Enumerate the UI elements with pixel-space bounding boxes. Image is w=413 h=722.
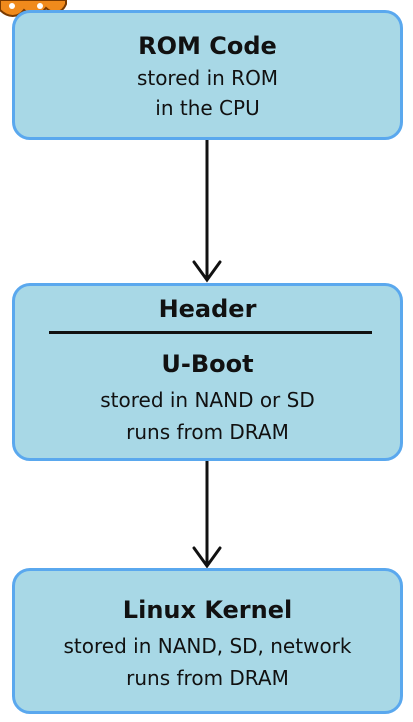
uboot-box: Header U-Boot stored in NAND or SD runs … xyxy=(12,283,403,461)
linux-kernel-line-1: stored in NAND, SD, network xyxy=(63,634,352,658)
linux-kernel-title: Linux Kernel xyxy=(122,596,293,624)
uboot-header-label: Header xyxy=(158,295,257,323)
rom-code-line-1: stored in ROM xyxy=(136,66,279,90)
uboot-title: U-Boot xyxy=(161,350,254,378)
header-divider xyxy=(49,331,372,334)
uboot-line-1: stored in NAND or SD xyxy=(100,388,315,412)
rom-code-line-2: in the CPU xyxy=(155,96,260,120)
rom-code-title: ROM Code xyxy=(138,32,277,60)
linux-kernel-line-2: runs from DRAM xyxy=(126,666,289,690)
linux-kernel-box: Linux Kernel stored in NAND, SD, network… xyxy=(12,568,403,714)
uboot-line-2: runs from DRAM xyxy=(126,420,289,444)
rom-code-box: ROM Code stored in ROM in the CPU xyxy=(12,10,403,140)
